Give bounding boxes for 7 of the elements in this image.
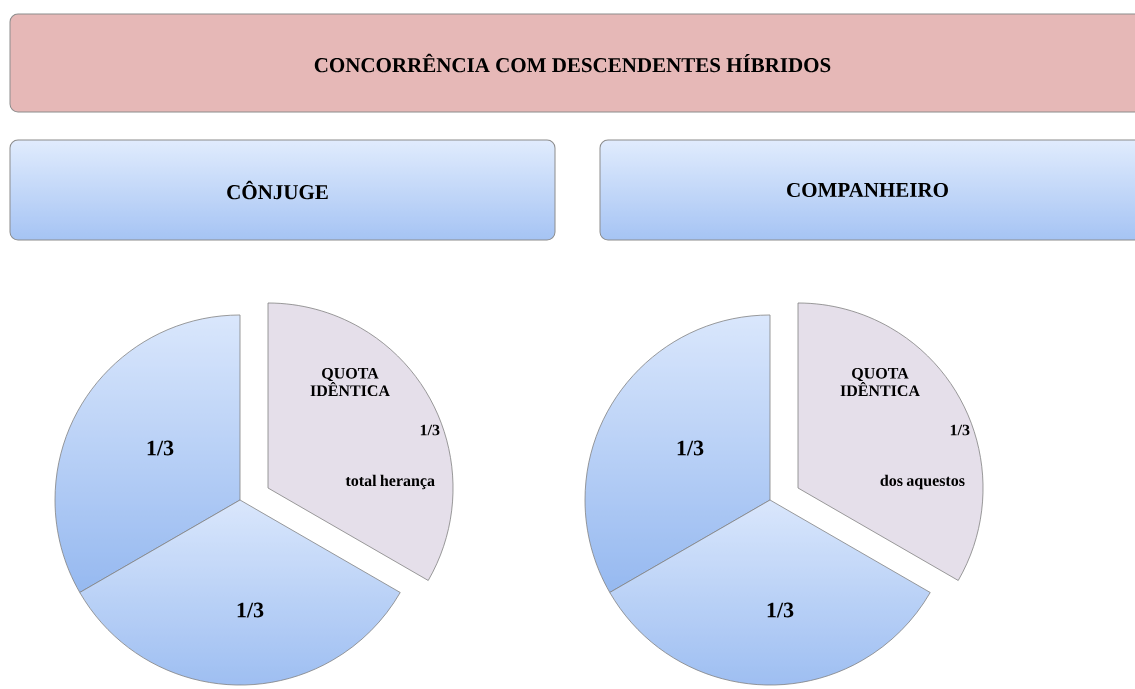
title-banner: CONCORRÊNCIA COM DESCENDENTES HÍBRIDOS (9, 13, 1135, 113)
heading-box: CÔNJUGE (9, 139, 556, 241)
pie-slice: 1/3 (609, 499, 931, 686)
heading-box: COMPANHEIRO (599, 139, 1135, 241)
pie-slice: 1/3 (79, 499, 401, 686)
pie-slice: QUOTA IDÊNTICA 1/3 total herança (267, 302, 454, 581)
pie-slice: QUOTA IDÊNTICA 1/3 dos aquestos (797, 302, 984, 581)
